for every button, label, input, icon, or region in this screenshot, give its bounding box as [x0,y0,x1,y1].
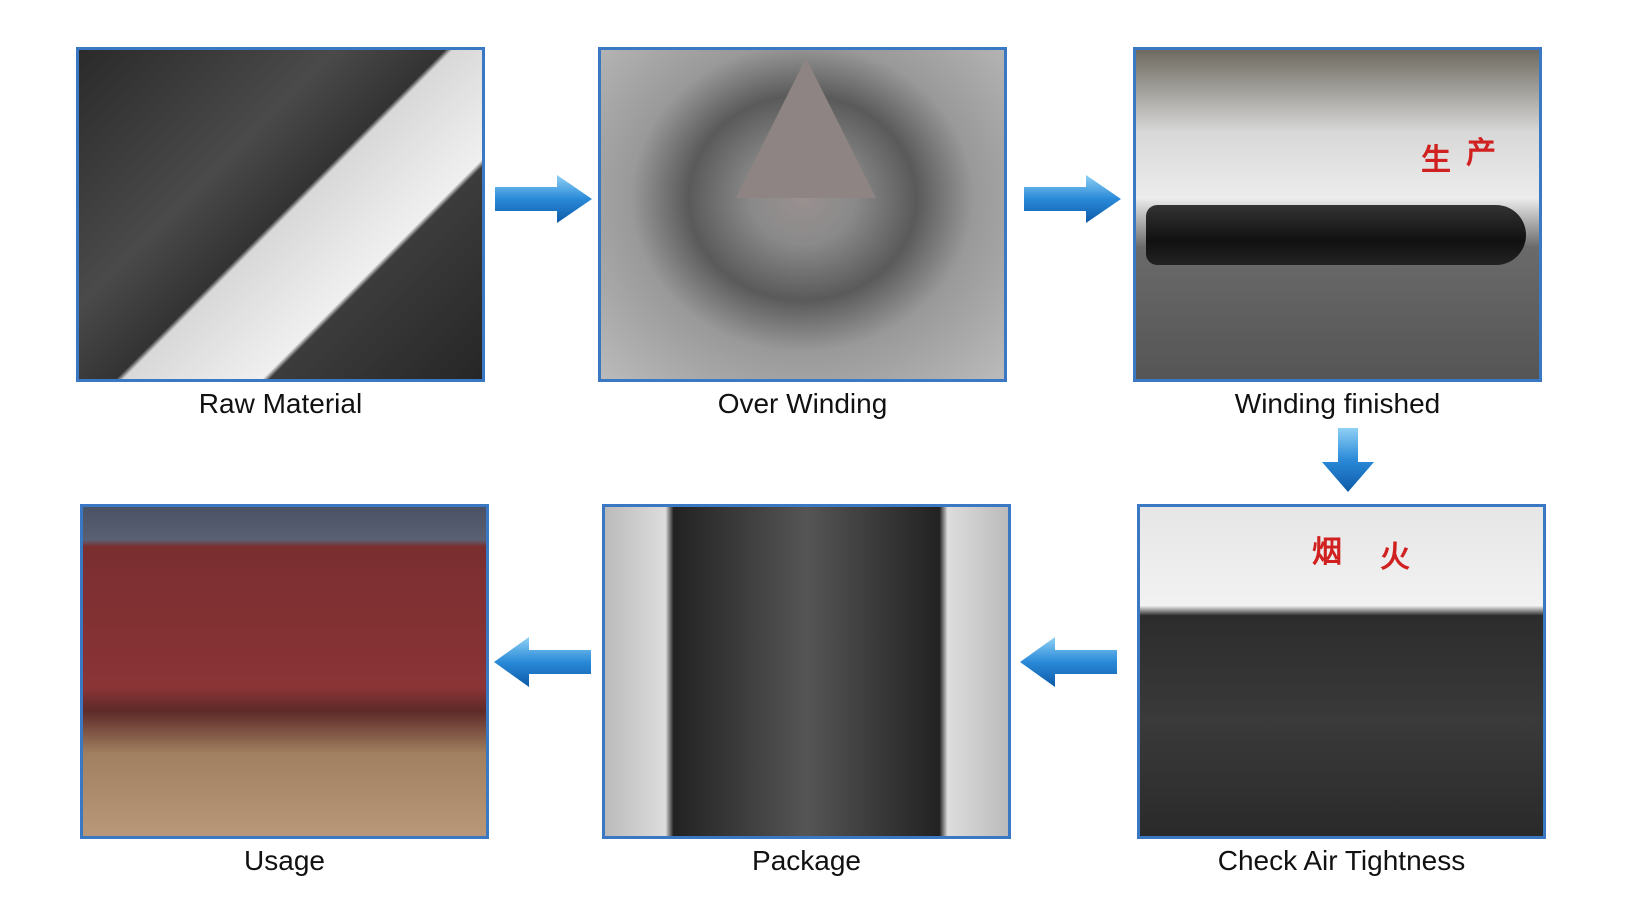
arrow-right-icon [495,175,592,223]
step-label: Package [752,845,861,876]
step-package: Package [602,504,1011,877]
check-air-tightness-photo: 烟 火 [1137,504,1546,839]
raw-material-photo [76,47,485,382]
winding-finished-photo: 生 产 [1133,47,1542,382]
step-winding-finished: 生 产 Winding finished [1133,47,1542,420]
sign-char: 火 [1380,541,1410,574]
arrow-left-icon [494,637,591,687]
arrow-down-icon [1322,428,1374,492]
sign-char: 生 [1421,144,1451,177]
package-photo [602,504,1011,839]
step-raw-material: Raw Material [76,47,485,420]
arrow-left-icon [1020,637,1117,687]
usage-photo [80,504,489,839]
step-label: Over Winding [717,388,888,419]
step-label: Raw Material [198,388,363,419]
step-label: Check Air Tightness [1217,845,1466,876]
step-check-air-tightness: 烟 火 Check Air Tightness [1137,504,1546,877]
sign-char: 烟 [1312,536,1342,569]
step-usage: Usage [80,504,489,877]
sign-char: 产 [1466,137,1496,170]
over-winding-photo [598,47,1007,382]
step-label: Winding finished [1234,388,1441,419]
step-label: Usage [244,845,325,876]
step-over-winding: Over Winding [598,47,1007,420]
arrow-right-icon [1024,175,1121,223]
